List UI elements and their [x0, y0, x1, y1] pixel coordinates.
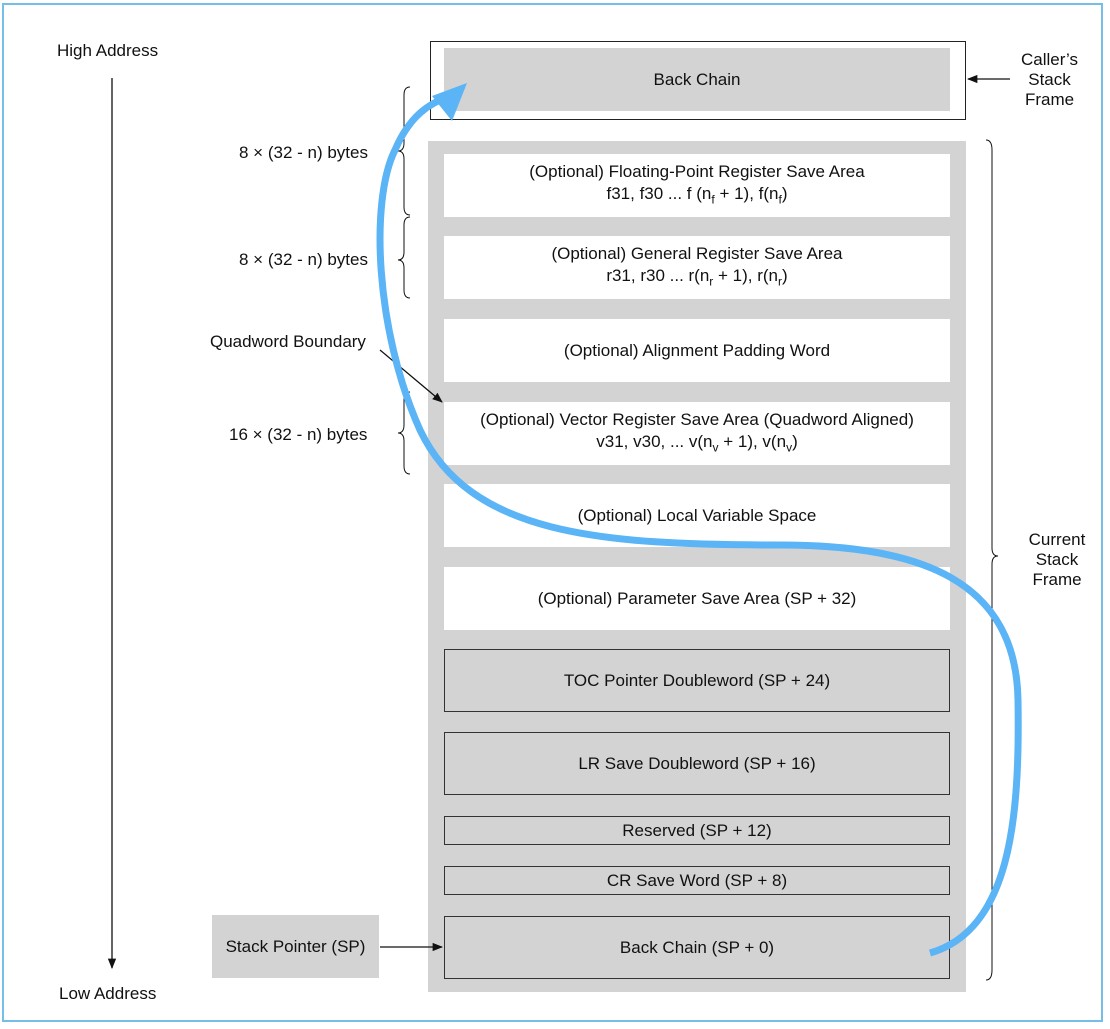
- current-frame-brace: [985, 139, 999, 981]
- gpr-save-area-title: (Optional) General Register Save Area: [551, 243, 843, 263]
- vr-save-area: (Optional) Vector Register Save Area (Qu…: [444, 402, 950, 465]
- vr-save-area-registers: v31, v30, ... v(nv + 1), v(nv): [596, 431, 798, 455]
- gpr-size-label: 8 × (32 - n) bytes: [239, 250, 368, 269]
- caller-back-chain-label: Back Chain: [653, 69, 741, 89]
- caller-back-chain: Back Chain: [444, 48, 950, 111]
- fpr-save-area-registers: f31, f30 ... f (nf + 1), f(nf): [606, 183, 788, 207]
- back-chain-flow-arrow: [376, 92, 1022, 957]
- cr-save-word: CR Save Word (SP + 8): [444, 866, 950, 895]
- current-label-line1: Current: [1028, 530, 1086, 549]
- caller-label-line2: Stack: [1028, 70, 1071, 89]
- back-chain-flow-arrowhead: [432, 83, 467, 121]
- back-chain-current: Back Chain (SP + 0): [444, 916, 950, 979]
- gpr-save-area: (Optional) General Register Save Area r3…: [444, 236, 950, 299]
- toc-pointer-label: TOC Pointer Doubleword (SP + 24): [563, 670, 831, 690]
- high-address-label: High Address: [57, 41, 159, 60]
- stack-pointer-label: Stack Pointer (SP): [225, 936, 366, 956]
- fpr-save-area-title: (Optional) Floating-Point Register Save …: [529, 161, 865, 181]
- local-variable-label: (Optional) Local Variable Space: [577, 505, 817, 525]
- stack-pointer-box: Stack Pointer (SP): [212, 915, 379, 978]
- fpr-size-label: 8 × (32 - n) bytes: [239, 143, 368, 162]
- alignment-padding-label: (Optional) Alignment Padding Word: [563, 340, 831, 360]
- current-label-line3: Frame: [1032, 570, 1082, 589]
- quadword-boundary-arrow: [379, 349, 443, 403]
- back-chain-current-label: Back Chain (SP + 0): [619, 937, 775, 957]
- current-label-line2: Stack: [1035, 550, 1079, 569]
- low-address-label: Low Address: [59, 984, 157, 1003]
- alignment-padding-word: (Optional) Alignment Padding Word: [444, 319, 950, 382]
- toc-pointer-doubleword: TOC Pointer Doubleword (SP + 24): [444, 649, 950, 712]
- caller-label-line3: Frame: [1024, 90, 1075, 109]
- reserved-word: Reserved (SP + 12): [444, 816, 950, 845]
- cr-save-label: CR Save Word (SP + 8): [606, 870, 788, 890]
- fpr-size-brace: [397, 86, 411, 216]
- gpr-save-area-registers: r31, r30 ... r(nr + 1), r(nr): [606, 265, 788, 289]
- caller-label-line1: Caller’s: [1020, 50, 1078, 69]
- caller-stack-frame-label: Caller’s Stack Frame: [1012, 50, 1087, 110]
- fpr-save-area: (Optional) Floating-Point Register Save …: [444, 154, 950, 217]
- lr-save-doubleword: LR Save Doubleword (SP + 16): [444, 732, 950, 795]
- vr-save-area-title: (Optional) Vector Register Save Area (Qu…: [480, 409, 914, 429]
- parameter-save-label: (Optional) Parameter Save Area (SP + 32): [537, 588, 857, 608]
- reserved-label: Reserved (SP + 12): [622, 820, 772, 840]
- quadword-boundary-label: Quadword Boundary: [210, 332, 366, 351]
- local-variable-space: (Optional) Local Variable Space: [444, 484, 950, 547]
- parameter-save-area: (Optional) Parameter Save Area (SP + 32): [444, 567, 950, 630]
- vr-size-label: 16 × (32 - n) bytes: [229, 425, 368, 444]
- gpr-size-brace: [397, 216, 411, 299]
- lr-save-label: LR Save Doubleword (SP + 16): [578, 753, 816, 773]
- figure-border: [2, 3, 1103, 1022]
- current-stack-frame-label: Current Stack Frame: [1018, 530, 1096, 590]
